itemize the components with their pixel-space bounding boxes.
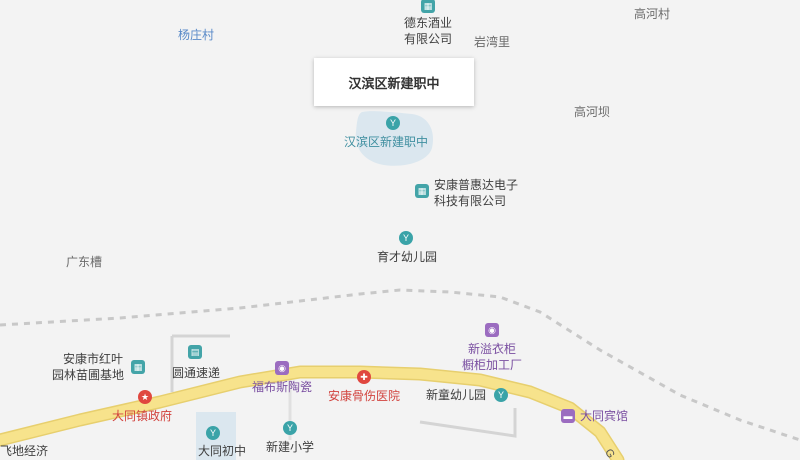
school-icon[interactable]: Y [399, 231, 413, 245]
school-icon[interactable]: Y [386, 116, 400, 130]
government-star-icon[interactable]: ★ [138, 390, 152, 404]
poi-xinyi-line2[interactable]: 橱柜加工厂 [461, 358, 523, 372]
shopping-icon[interactable]: ◉ [485, 323, 499, 337]
poi-bone-hospital[interactable]: 安康骨伤医院 [327, 389, 401, 403]
hotel-icon[interactable]: ▬ [561, 409, 575, 423]
poi-yuantong[interactable]: 圆通速递 [171, 366, 221, 380]
place-guangdongcao: 广东槽 [65, 255, 103, 269]
place-gaohe-ba: 高河坝 [573, 105, 611, 119]
building-icon[interactable]: ▦ [415, 184, 429, 198]
school-icon[interactable]: Y [206, 426, 220, 440]
place-yanwan: 岩湾里 [473, 35, 511, 49]
poi-feidi[interactable]: 飞地经济 [0, 444, 49, 458]
place-yangzhuang: 杨庄村 [177, 28, 215, 42]
building-icon[interactable]: ▦ [131, 360, 145, 374]
school-icon[interactable]: Y [283, 421, 297, 435]
poi-dedong-line1[interactable]: 德东酒业 [403, 16, 453, 30]
school-icon[interactable]: Y [494, 388, 508, 402]
campus-area [355, 111, 434, 166]
poi-datong-hotel[interactable]: 大同宾馆 [580, 409, 629, 423]
popup-title: 汉滨区新建职中 [348, 75, 440, 91]
poi-hongye-line1[interactable]: 安康市红叶 [62, 352, 124, 366]
poi-yucai-kindergarten[interactable]: 育才幼儿园 [376, 250, 438, 264]
minor-road [419, 408, 517, 438]
poi-hanbin-school[interactable]: 汉滨区新建职中 [343, 135, 429, 149]
poi-puhuida-line1[interactable]: 安康普惠达电子 [434, 178, 519, 192]
building-icon[interactable]: ▦ [421, 0, 435, 13]
info-popup[interactable]: 汉滨区新建职中 [314, 58, 474, 106]
railway [0, 288, 800, 442]
poi-hongye-line2[interactable]: 园林苗圃基地 [51, 368, 125, 382]
poi-datong-gov[interactable]: 大同镇政府 [112, 409, 173, 423]
hospital-icon[interactable]: ✚ [357, 370, 371, 384]
poi-dedong-line2[interactable]: 有限公司 [403, 32, 453, 46]
poi-xinyi-line1[interactable]: 新溢衣柜 [467, 342, 517, 356]
shopping-icon[interactable]: ◉ [275, 361, 289, 375]
place-gaohe-village: 高河村 [633, 7, 671, 21]
poi-xinjian-primary[interactable]: 新建小学 [265, 440, 315, 454]
poi-xintong-kindergarten[interactable]: 新童幼儿园 [426, 388, 487, 402]
delivery-icon[interactable]: ▤ [188, 345, 202, 359]
poi-puhuida-line2[interactable]: 科技有限公司 [434, 194, 507, 208]
poi-datong-junior[interactable]: 大同初中 [197, 444, 247, 458]
poi-fubusi[interactable]: 福布斯陶瓷 [251, 380, 313, 394]
